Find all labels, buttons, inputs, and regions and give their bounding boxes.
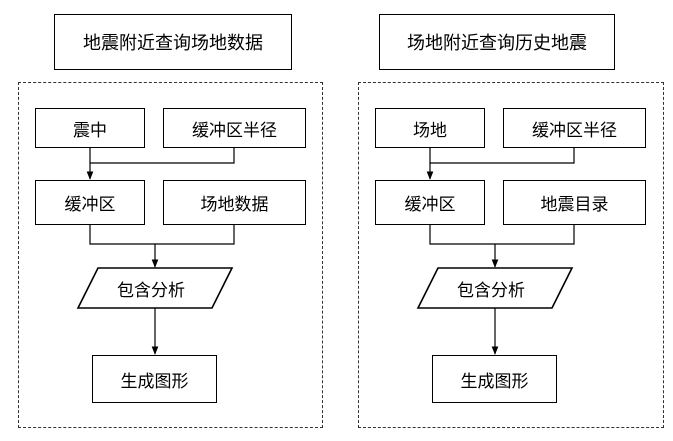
left-merge-line-top <box>89 148 235 164</box>
right-earthquake-catalog-box: 地震目录 <box>503 180 646 225</box>
left-epicenter-box: 震中 <box>35 108 145 148</box>
right-analysis-parallelogram <box>416 267 574 309</box>
left-analysis-label: 包含分析 <box>117 280 185 301</box>
right-site-box: 场地 <box>375 108 485 148</box>
left-panel-title: 地震附近查询场地数据 <box>54 14 292 70</box>
right-buffer-box: 缓冲区 <box>375 180 485 225</box>
left-merge-line-mid <box>89 225 235 245</box>
left-panel-frame <box>18 82 323 428</box>
right-merge-line-top <box>429 148 575 164</box>
right-output-box: 生成图形 <box>432 355 557 403</box>
left-buffer-radius-box: 缓冲区半径 <box>163 108 306 148</box>
left-buffer-box: 缓冲区 <box>35 180 145 225</box>
right-panel-frame <box>358 82 664 428</box>
right-buffer-radius-box: 缓冲区半径 <box>503 108 646 148</box>
right-panel-title: 场地附近查询历史地震 <box>379 14 615 70</box>
right-merge-line-mid <box>429 225 575 245</box>
right-analysis-label: 包含分析 <box>457 280 525 301</box>
left-output-box: 生成图形 <box>92 355 217 403</box>
left-site-data-box: 场地数据 <box>163 180 306 225</box>
left-analysis-parallelogram <box>76 267 234 309</box>
